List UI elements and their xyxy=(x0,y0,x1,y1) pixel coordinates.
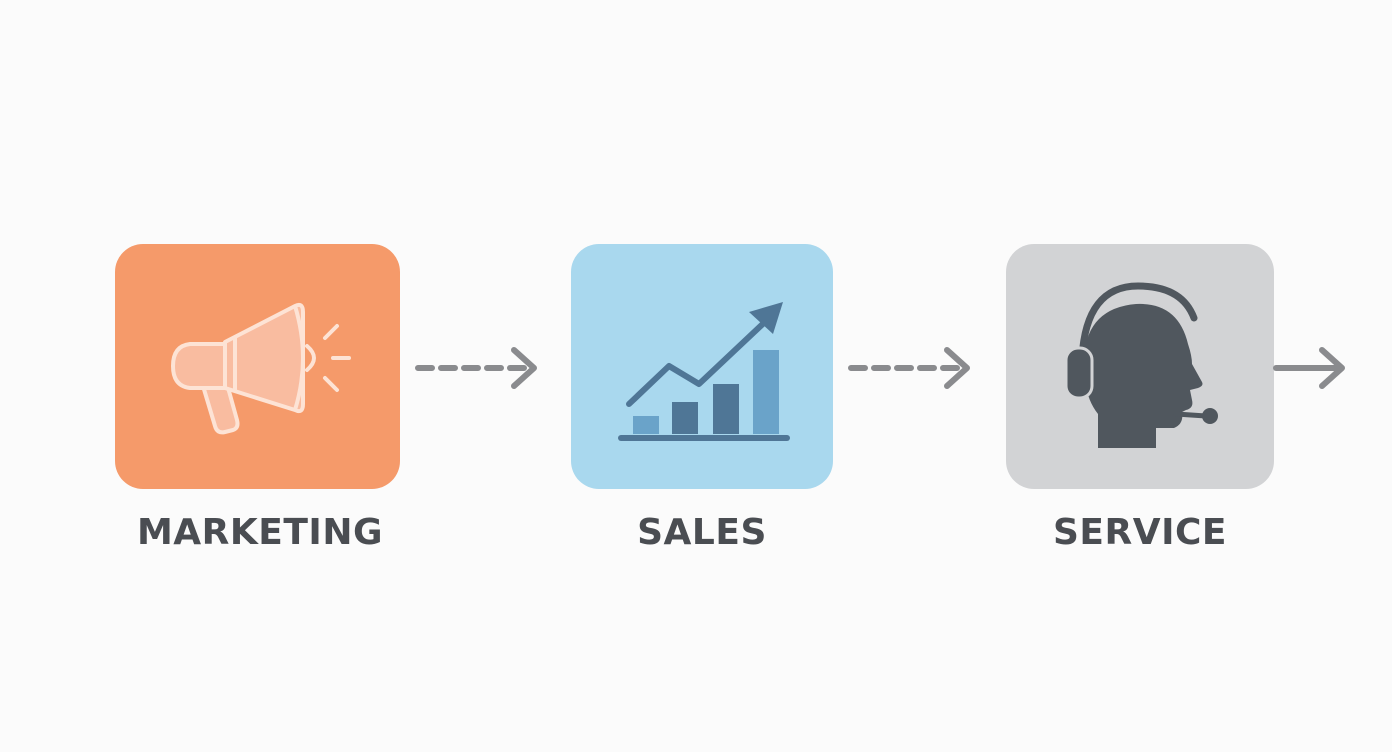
service-box xyxy=(1006,244,1274,489)
sales-box xyxy=(571,244,833,489)
arrow-right-icon xyxy=(1273,347,1345,389)
support-agent-headset-icon xyxy=(1064,282,1218,448)
dashed-arrow-icon xyxy=(848,347,970,389)
growth-chart-icon xyxy=(618,302,790,441)
sales-label: SALES xyxy=(637,512,767,553)
dashed-arrow-icon xyxy=(415,347,537,389)
marketing-box xyxy=(115,244,400,489)
megaphone-icon xyxy=(171,302,351,435)
service-label: SERVICE xyxy=(1052,512,1227,553)
marketing-label: MARKETING xyxy=(136,512,384,553)
